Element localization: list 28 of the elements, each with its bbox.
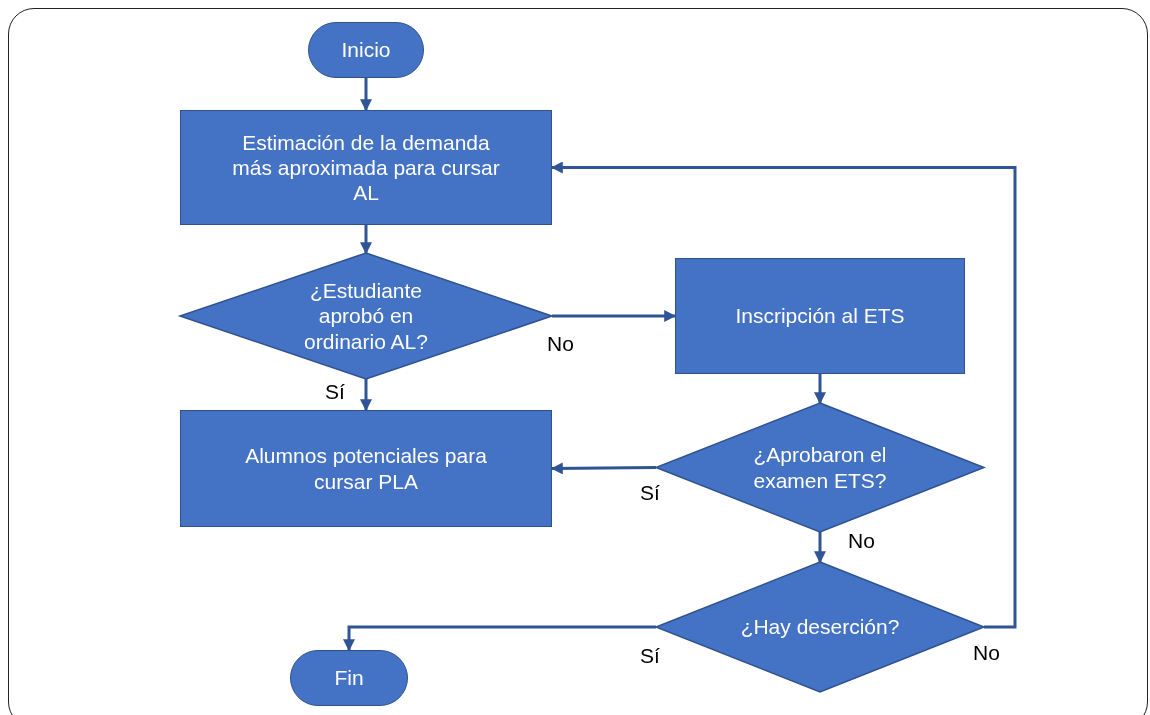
terminal-box [308, 22, 424, 78]
arrow [550, 161, 1017, 629]
edge-label: Sí [325, 381, 345, 402]
node-text: Estimación de la demanda más aproximada para cursar AL [231, 129, 501, 206]
terminal-box [290, 650, 408, 706]
edge-label: No [973, 642, 1000, 663]
node-text: ¿Hay deserción? [739, 614, 901, 640]
node-text: ¿Estudiante aprobó en ordinario AL? [303, 278, 429, 354]
arrow [814, 374, 826, 405]
arrow [550, 462, 656, 475]
arrow [552, 310, 677, 322]
arrow [343, 625, 656, 652]
arrow [360, 225, 372, 255]
process-box [675, 258, 965, 374]
node-text: Fin [333, 665, 365, 691]
node-text: Inscripción al ETS [734, 303, 906, 329]
edge-label: No [848, 530, 875, 551]
node-text: Alumnos potenciales para cursar PLA [244, 443, 488, 494]
arrow [360, 78, 372, 112]
arrow [814, 532, 826, 564]
process-box [180, 110, 552, 225]
edge-label: No [547, 333, 574, 354]
arrow [360, 379, 372, 412]
process-box [180, 410, 552, 527]
node-text: ¿Aprobaron el examen ETS? [752, 442, 888, 493]
edge-label: Sí [640, 645, 660, 666]
node-text: Inicio [340, 37, 392, 63]
edge-label: Sí [640, 482, 660, 503]
